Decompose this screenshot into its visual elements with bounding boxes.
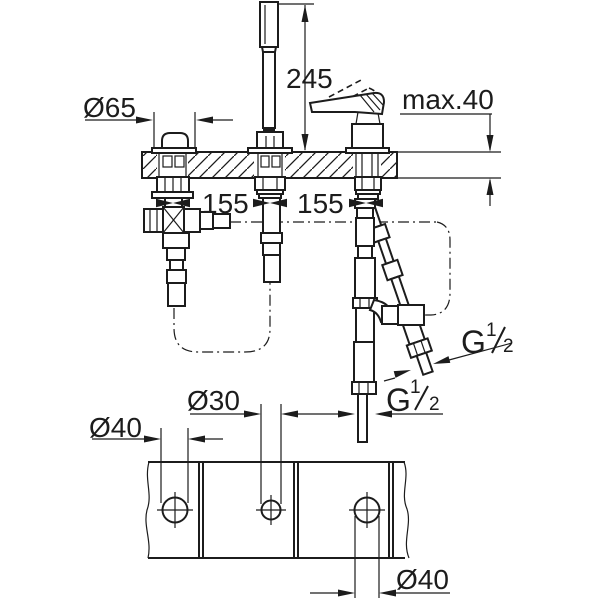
- mounting-hole-right: [349, 492, 385, 528]
- dimension-label-d40-left: Ø40: [89, 412, 142, 443]
- supply-hose-vertical: [351, 198, 425, 443]
- deck-thickness-dimension: max.40: [400, 84, 494, 206]
- mounting-hole-left: [157, 492, 193, 528]
- hole-diameter-40-left: Ø40: [89, 412, 223, 503]
- mixer-lever-body: [308, 78, 390, 154]
- dimension-label-d40-right: Ø40: [396, 564, 449, 595]
- deck-section: [141, 151, 501, 179]
- dimension-label-max40: max.40: [402, 84, 494, 115]
- thread-letter: G: [386, 382, 411, 418]
- break-line-left: [145, 461, 150, 559]
- hand-shower: [247, 1, 293, 154]
- diameter-dimension-65: Ø65: [83, 92, 233, 149]
- thread-label-g12-upper: G 1 2: [383, 320, 514, 382]
- thread-denominator: 2: [503, 336, 514, 357]
- thread-denominator: 2: [429, 394, 440, 415]
- mixer-escutcheon: [345, 147, 390, 154]
- diverter-mounting-stack: [151, 176, 194, 210]
- elbow-coupling: [397, 304, 425, 326]
- diverter-valve-assembly: [143, 206, 231, 307]
- dimension-label-d30: Ø30: [187, 385, 240, 416]
- hole-diameter-30: Ø30: [187, 385, 298, 504]
- height-dimension-245: 245: [278, 3, 333, 151]
- thread-label-g12-lower: G 1 2: [298, 377, 443, 418]
- dimension-label-155-left: 155: [202, 188, 249, 219]
- diverter-escutcheon: [151, 147, 197, 154]
- mixer-mounting-stack: [354, 176, 382, 200]
- shower-mounting-stack: [254, 176, 286, 199]
- plan-view-deck: [145, 461, 410, 559]
- dimension-label-155-right: 155: [297, 188, 344, 219]
- shower-hose: [260, 197, 283, 283]
- hole-diameter-40-right: Ø40: [310, 516, 450, 598]
- dimension-label-245: 245: [286, 63, 333, 94]
- hole-spacing-dimension: 155 155: [156, 188, 383, 219]
- diverter-knob: [151, 132, 197, 154]
- mounting-hole-center: [256, 495, 286, 525]
- supply-tube-end: [357, 393, 368, 443]
- thread-letter: G: [461, 324, 486, 360]
- thread-numerator: 1: [486, 320, 497, 341]
- dimension-label-65: Ø65: [83, 92, 136, 123]
- diverter-hose-end: [167, 282, 186, 307]
- shower-escutcheon: [247, 147, 293, 154]
- thread-numerator: 1: [410, 377, 421, 398]
- break-line-right: [403, 461, 410, 559]
- mixer-handle: [308, 91, 386, 116]
- handle-joint: [263, 127, 275, 133]
